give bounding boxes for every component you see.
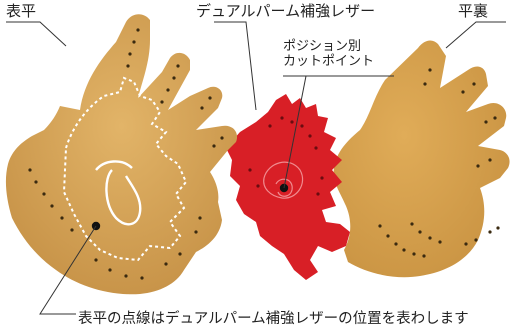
leader-lines bbox=[6, 21, 506, 315]
label-back-palm: 平裏 bbox=[458, 2, 489, 20]
label-dual-palm: デュアルパーム補強レザー bbox=[196, 2, 376, 20]
front-palm-leather bbox=[5, 14, 238, 295]
label-position-line2: カットポイント bbox=[283, 53, 375, 69]
label-position-line1: ポジション別 bbox=[283, 39, 362, 54]
back-palm-leather bbox=[333, 40, 510, 278]
label-position-cut-point: ポジション別 カットポイント bbox=[283, 39, 375, 70]
label-front-palm: 表平 bbox=[6, 2, 37, 20]
caption: 表平の点線はデュアルパーム補強レザーの位置を表わします bbox=[78, 311, 469, 327]
